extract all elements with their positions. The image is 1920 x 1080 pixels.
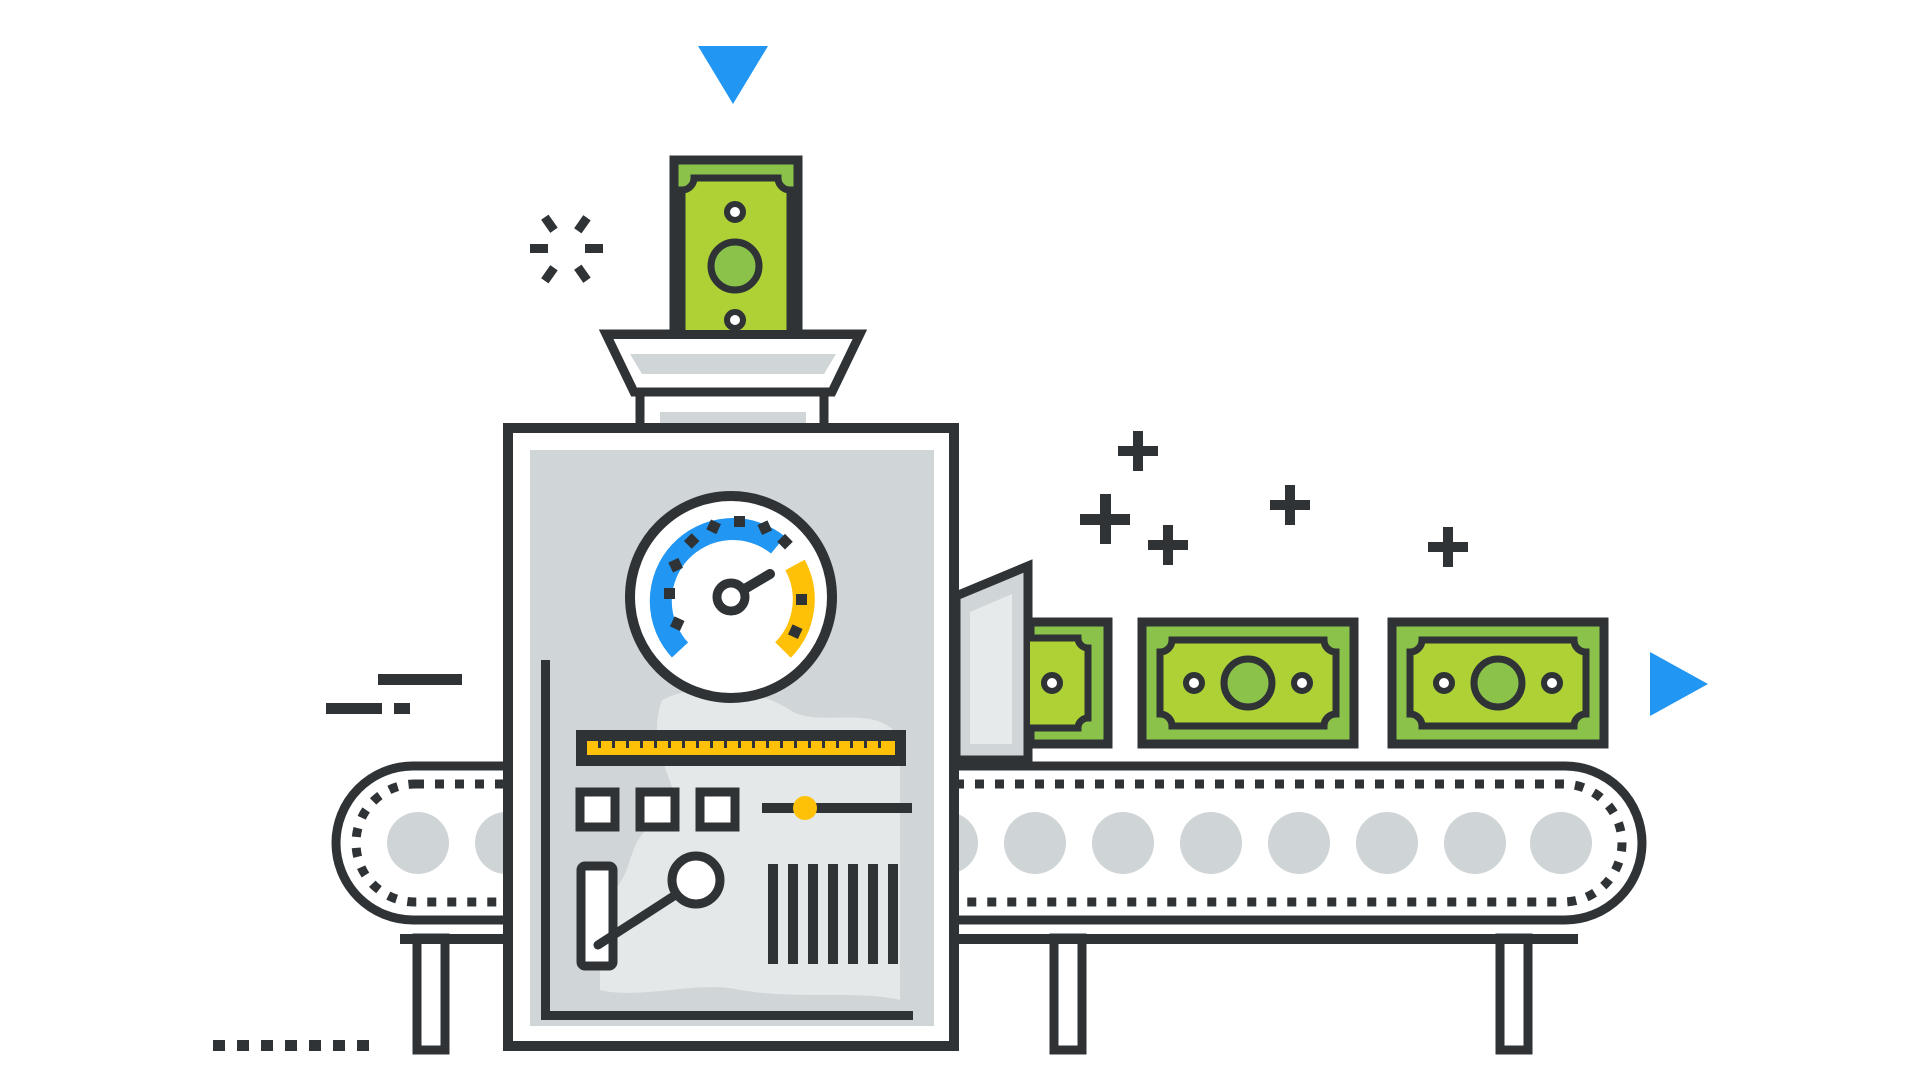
roller — [1356, 812, 1418, 874]
conveyor-leg-right — [1495, 933, 1533, 1055]
sparkle-icon — [530, 214, 603, 284]
banknote-partial — [1025, 617, 1113, 749]
banknote-icon — [1137, 617, 1359, 749]
roller — [1092, 812, 1154, 874]
control-button — [635, 787, 680, 832]
roller — [1004, 812, 1066, 874]
conveyor-rail — [400, 934, 1578, 944]
control-button — [575, 787, 620, 832]
exit-chute — [951, 559, 1033, 765]
gauge-icon — [625, 491, 837, 703]
roller — [1180, 812, 1242, 874]
conveyor-leg-left — [412, 933, 450, 1055]
roller — [387, 812, 449, 874]
belt-rollers — [387, 812, 1592, 874]
control-buttons — [575, 787, 740, 832]
ground-dotted-line — [213, 1040, 369, 1051]
conveyor-leg-middle — [1049, 933, 1087, 1055]
roller — [1444, 812, 1506, 874]
slider — [762, 796, 912, 820]
lever — [576, 851, 725, 971]
down-arrow-icon — [698, 46, 768, 104]
banknote-icon — [669, 155, 803, 339]
machine — [503, 329, 959, 1051]
roller — [1530, 812, 1592, 874]
right-arrow-icon — [1650, 652, 1708, 716]
slider-knob — [793, 796, 817, 820]
belt-chain — [351, 779, 1627, 907]
roller — [1268, 812, 1330, 874]
level-bar — [576, 730, 906, 766]
control-button — [695, 787, 740, 832]
speed-lines-icon — [326, 674, 462, 714]
plus-sparkle-icon — [1080, 431, 1468, 567]
vent-grille — [768, 864, 898, 964]
panel-highlight — [600, 689, 900, 1000]
banknote-icon — [1387, 617, 1609, 749]
